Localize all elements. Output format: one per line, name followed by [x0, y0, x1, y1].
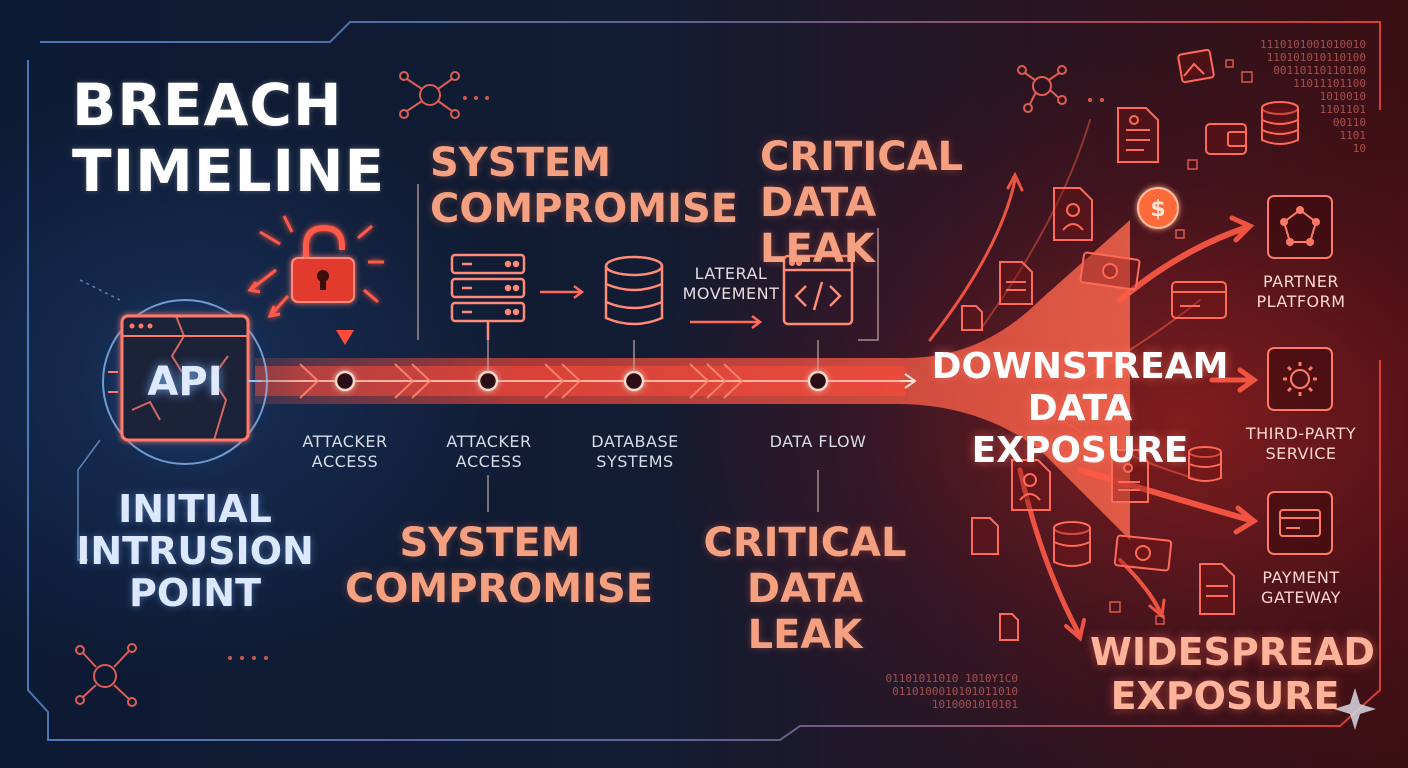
timeline-node — [334, 370, 829, 392]
database-icon — [1053, 101, 1299, 567]
decor-dots — [228, 96, 1104, 660]
broken-lock-icon — [247, 215, 384, 319]
api-node — [65, 262, 305, 561]
stage-heading-system-compromise-top: SYSTEM COMPROMISE — [430, 140, 739, 232]
target-box-payment — [1267, 491, 1333, 555]
target-box-third-party — [1267, 347, 1333, 411]
marker-triangle — [336, 330, 354, 345]
stage-heading-critical-leak-top: CRITICAL DATA LEAK — [760, 134, 964, 272]
connector-lines — [417, 184, 879, 512]
widespread-exposure-label: WIDESPREAD EXPOSURE — [1090, 630, 1375, 718]
server-icon — [450, 253, 526, 340]
network-node-icon — [399, 71, 460, 119]
credit-card-icon — [1171, 281, 1227, 319]
timeline-beam — [255, 220, 1130, 540]
arrow-right-icon — [540, 285, 585, 299]
code-window-icon — [782, 254, 854, 326]
image-file-icon — [1177, 48, 1215, 84]
tech-frame — [27, 18, 1381, 741]
svg-text:$: $ — [1150, 197, 1165, 222]
cash-icon — [1079, 251, 1173, 572]
binary-stream-top: 1110101001010010 110101010110100 0011011… — [1260, 38, 1366, 155]
arrow-right-icon — [690, 315, 763, 329]
target-box-partner — [1267, 195, 1333, 259]
wallet-icon — [1205, 123, 1247, 155]
stage-heading-system-compromise-bottom: SYSTEM COMPROMISE — [345, 520, 654, 612]
small-data-squares — [1109, 59, 1253, 625]
timeline-label: DATA FLOW — [769, 432, 867, 451]
network-node-icon — [75, 643, 137, 707]
stage-heading-critical-leak-bottom: CRITICAL DATA LEAK — [703, 520, 907, 658]
sparkle-icon — [1334, 688, 1376, 730]
network-node-icon — [1017, 65, 1067, 113]
database-icon — [604, 255, 664, 326]
page-title: BREACH TIMELINE — [72, 71, 386, 205]
coin-icon: $ — [1137, 187, 1179, 229]
downstream-exposure-label: DOWNSTREAM DATA EXPOSURE — [931, 346, 1229, 471]
api-label: API — [147, 359, 223, 405]
binary-stream-bottom: 01101011010 1010Y1C0 0110100010101011010… — [885, 672, 1018, 711]
document-icon — [961, 107, 1235, 641]
intrusion-label: INITIAL INTRUSION POINT — [76, 487, 314, 615]
